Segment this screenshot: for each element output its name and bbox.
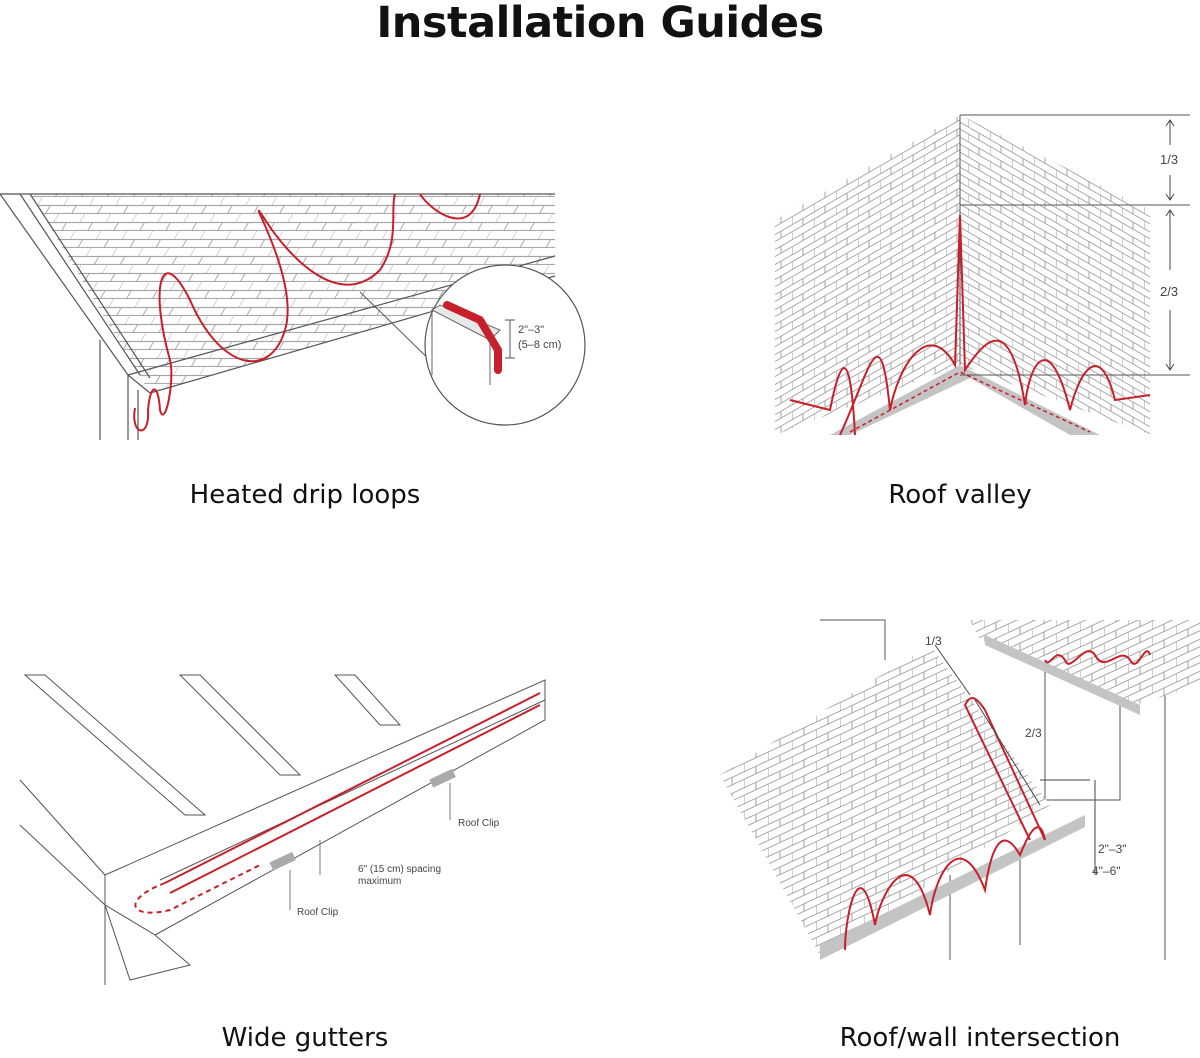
wall-upper-fraction: 1/3 — [925, 634, 942, 648]
roof-clip-bottom-marker — [269, 851, 296, 871]
panel-roof-wall-intersection: 1/3 2/3 2"–3" 4"–6" — [720, 615, 1200, 970]
upper-roof-shingles — [970, 620, 1200, 705]
valley-lower-fraction: 2/3 — [1160, 284, 1178, 299]
gutter-right — [960, 365, 1100, 435]
heating-cable — [789, 214, 1151, 436]
page-title: Installation Guides — [376, 0, 824, 48]
dimension-lines — [934, 644, 1096, 875]
detail-magnifier: 2"–3" (5–8 cm) — [424, 264, 586, 426]
caption-roof-valley: Roof valley — [888, 480, 1032, 510]
wall-offset-b: 4"–6" — [1092, 864, 1121, 878]
roof-clip-top-marker — [429, 768, 456, 788]
caption-wide-gutters: Wide gutters — [221, 1023, 389, 1053]
heated-drip-loops-diagram: 2"–3" (5–8 cm) — [0, 193, 586, 440]
drip-loop-height-cm: (5–8 cm) — [518, 339, 561, 351]
heating-cable — [844, 697, 1046, 951]
cable-loop-end — [134, 864, 261, 914]
wide-gutters-diagram: Roof Clip 6" (15 cm) spacing maximum Roo… — [19, 674, 546, 985]
drip-loop-height-in: 2"–3" — [518, 324, 544, 336]
cable-in-gutter — [849, 371, 1091, 433]
roof-right-shingles — [960, 115, 1150, 435]
valley-upper-fraction: 1/3 — [1160, 152, 1178, 167]
upper-gutter — [985, 635, 1140, 715]
heating-cable-bottom — [169, 704, 541, 894]
heating-cable-top — [164, 692, 541, 884]
rafters — [23, 674, 402, 816]
spacing-label-line1: 6" (15 cm) spacing — [358, 864, 441, 875]
gutter-left — [830, 365, 970, 435]
wall-offset-a: 2"–3" — [1098, 842, 1127, 856]
upper-heating-cable — [1044, 650, 1151, 665]
roof-valley-diagram: 1/3 2/3 — [775, 114, 1190, 436]
lower-roof-shingles — [720, 645, 1050, 955]
panel-wide-gutters: Roof Clip 6" (15 cm) spacing maximum Roo… — [19, 665, 580, 995]
roof-wall-intersection-diagram: 1/3 2/3 2"–3" 4"–6" — [720, 619, 1200, 960]
caption-heated-drip-loops: Heated drip loops — [189, 480, 421, 510]
roof-clip-label-top: Roof Clip — [458, 818, 500, 829]
panel-heated-drip-loops: 2"–3" (5–8 cm) — [0, 180, 600, 450]
panel-roof-valley: 1/3 2/3 — [770, 110, 1200, 440]
wall-lower-fraction: 2/3 — [1025, 726, 1042, 740]
caption-roof-wall-intersection: Roof/wall intersection — [839, 1023, 1121, 1053]
roof-shingles — [30, 194, 555, 393]
dimension-arrows — [1165, 119, 1175, 371]
spacing-label-line2: maximum — [358, 876, 401, 887]
roof-clip-label-bottom: Roof Clip — [297, 907, 339, 918]
heating-cable — [133, 193, 481, 432]
